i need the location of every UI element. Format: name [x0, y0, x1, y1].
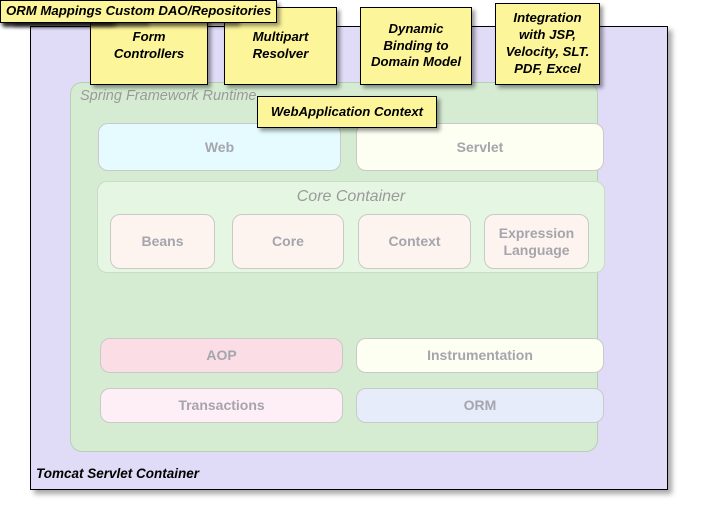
module-aop: AOP — [100, 338, 343, 373]
note-webapplication-context: WebApplication Context — [257, 96, 437, 128]
module-beans: Beans — [110, 214, 215, 269]
note-multipart-resolver: Multipart Resolver — [224, 7, 337, 85]
module-orm: ORM — [356, 388, 604, 423]
note-dynamic-binding: Dynamic Binding to Domain Model — [360, 7, 472, 85]
module-web: Web — [98, 123, 341, 171]
spring-framework-runtime-label: Spring Framework Runtime — [80, 88, 257, 104]
note-integration: Integration with JSP, Velocity, SLT. PDF… — [495, 3, 600, 85]
module-transactions: Transactions — [100, 388, 343, 423]
note-orm-mappings: ORM Mappings Custom DAO/Repositories — [0, 0, 278, 23]
module-instrumentation: Instrumentation — [356, 338, 604, 373]
module-expression-language: Expression Language — [484, 214, 589, 269]
module-context: Context — [358, 214, 471, 269]
core-container-label: Core Container — [296, 188, 406, 205]
tomcat-servlet-container-label: Tomcat Servlet Container — [36, 466, 200, 481]
module-core: Core — [232, 214, 344, 269]
module-servlet: Servlet — [356, 123, 604, 171]
